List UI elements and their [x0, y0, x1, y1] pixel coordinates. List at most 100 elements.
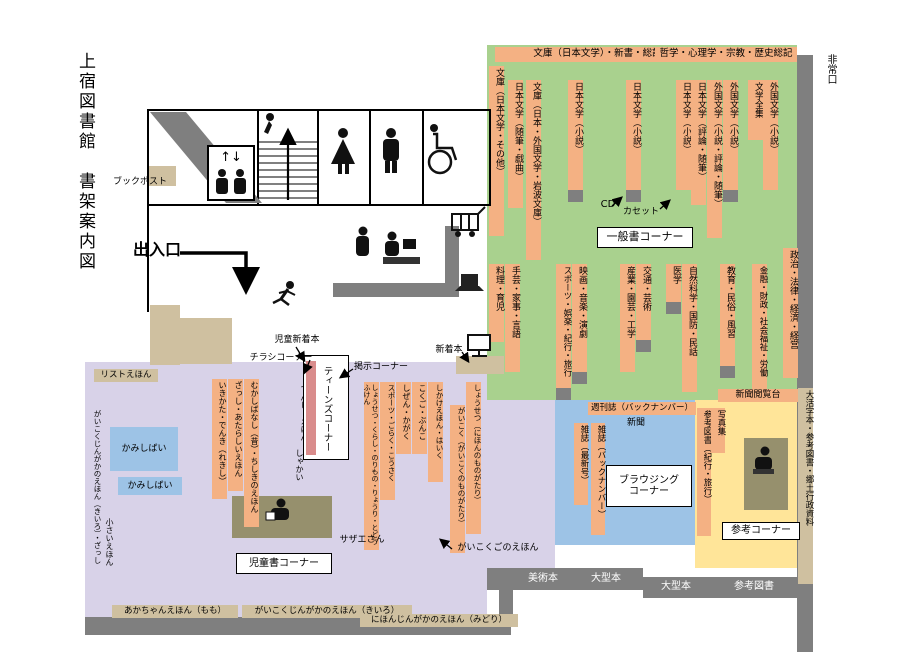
shelf-endcap-3	[723, 190, 738, 202]
label-book-post: ブックポスト	[112, 176, 167, 187]
reference-desk	[744, 438, 788, 510]
label-cd: CD	[600, 199, 616, 211]
shelf-header-tetsugaku: 哲学・心理学・宗教・歴史総記	[655, 47, 797, 62]
wall-bottom-large	[643, 577, 797, 598]
shelf-endcap-8	[720, 366, 735, 378]
label-ogatabon-2: 大型本	[661, 581, 691, 593]
shelf-endcap-6	[636, 340, 651, 352]
shelf-kokugo-bunko: こくご・ぶんこ	[412, 382, 427, 454]
shelf-shosetsu-nihon-monogatari: しょうせつ（にほんのものがたり）	[466, 382, 482, 534]
map-title: 上宿図書館 書架案内図	[75, 52, 95, 272]
shelf-nihon-shosetsu-3: 日本文学（小説）	[676, 80, 691, 190]
shelf-header-bunko-shinsho: 文庫（日本文学）・新書・総記	[495, 47, 700, 62]
entrance-arrow	[180, 251, 260, 295]
shelf-eiga-ongaku: 映画・音楽・演劇	[572, 264, 587, 372]
shelf-sports-goraku: スポーツ・娯楽・紀行・旅行	[556, 264, 572, 400]
elevator-arrows-icon: ↑↓	[220, 150, 242, 165]
runner-icon	[272, 281, 296, 306]
shelf-gaikoku-shosetsu-2: 外国文学（小説）	[763, 80, 778, 190]
wheelchair-icon	[427, 124, 458, 175]
shelf-kotsu-geijutsu: 交通・芸術	[636, 264, 651, 340]
box-kamishibai-2: かみしばい	[118, 477, 182, 495]
shelf-nihon-hyoron: 日本文学（評論・随筆）	[691, 80, 706, 205]
label-shinbun: 新聞	[626, 417, 645, 428]
shelf-zasshi-back: 雑誌（バックナンバー）	[591, 423, 606, 535]
wall-bottom-art	[487, 568, 643, 590]
shelf-ryori-ikuji: 料理・育児	[489, 264, 504, 342]
label-cassette: カセット	[622, 206, 659, 217]
label-entrance: 出入口	[132, 239, 181, 259]
box-general-books-corner: 一般書コーナー	[597, 227, 693, 248]
shelf-shikake-ehon: しかけえほん・はいく	[428, 382, 444, 482]
label-gaikokugo-ehon: がいこくごのえほん	[457, 542, 539, 553]
label-shinbun-etsurandai: 新聞閲覧台	[718, 389, 798, 402]
corridor-walls	[147, 109, 491, 312]
box-jidosho-corner: 児童書コーナー	[236, 553, 332, 574]
shelf-bungaku-zenshu: 文学全集	[748, 80, 763, 140]
shelf-nihon-shosetsu-2: 日本文学（小説）	[626, 80, 641, 190]
area-children-ext	[487, 400, 555, 570]
shelf-akachan-ehon: あかちゃんえほん（もも）	[112, 605, 238, 618]
label-ogatabon-1: 大型本	[591, 573, 621, 585]
label-sazaesan: サザエさん	[339, 534, 385, 545]
teens-shelf-pink	[306, 361, 316, 455]
shelf-daikatsuji: 大活字本・参考図書・郷土行政資料	[798, 388, 814, 584]
label-emergency-exit: 非常口	[825, 54, 836, 84]
shelf-step-b	[180, 318, 232, 364]
shelf-shizenkagaku: 自然科学・国防・民話	[682, 264, 697, 392]
label-sankotosho: 参考図書	[734, 581, 774, 593]
shelf-nihonjin-ehon: にほんじんがかのえほん（みどり）	[360, 614, 518, 627]
shelf-gaikokujin-sakka-zasshi: がいこくじんがかのえほん（きいろ）・ざっし	[93, 410, 102, 564]
shelf-endcap-7	[666, 302, 681, 314]
diagonal-wall	[150, 112, 262, 203]
shelf-shukanshi: 週刊誌（バックナンバー）	[588, 402, 696, 415]
shelf-endcap-5	[572, 372, 587, 384]
wall-step	[499, 588, 513, 619]
laptop-icon	[455, 274, 484, 291]
shelf-endcap-4	[556, 388, 571, 400]
shelf-shosetsu-kurashi: しょうせつ・くらし・のりもの・りょうり・とどうふけん	[363, 382, 379, 550]
label-list-ehon: リストえほん	[94, 369, 158, 382]
label-chirashi-corner: チラシコーナー	[249, 352, 313, 363]
shelf-chiisai-ehon: 小さいえほん	[105, 518, 114, 566]
shinchaku-desk	[456, 356, 504, 374]
shelf-kinyu-zaisei: 金融・財政・社会福祉・労働	[752, 264, 768, 400]
woman-icon	[331, 128, 355, 174]
reception-counter-h	[333, 283, 445, 297]
shelf-gaikoku-hyoron: 外国文学（小説・評論・随筆）	[707, 80, 722, 238]
reception-counter-v	[445, 226, 459, 297]
shelf-ikikata-denki: いきかた・でんき（れきし）	[212, 379, 227, 499]
shelf-igaku: 医学	[666, 264, 681, 302]
shelf-shugei-kaji-gengo: 手芸・家事・言語	[505, 264, 520, 372]
shelf-step-a	[150, 305, 180, 365]
shelf-nihon-zuihitsu: 日本文学（随筆・戯曲）	[508, 80, 523, 208]
shelf-gaikoku-monogatari: がいこく（がいこくのものがたり）	[450, 405, 466, 553]
shelf-gaikoku-shosetsu-1: 外国文学（小説）	[723, 80, 738, 190]
shelf-nihon-shosetsu-1: 日本文学（小説）	[568, 80, 583, 190]
shelf-zasshi-atarashii: ざっし・あたらしいえほん	[228, 379, 243, 491]
shelf-bunko-iwanami: 文庫（日本・外国文学・岩波文庫）	[526, 80, 541, 260]
shelf-shakai: しゃかい	[295, 449, 304, 481]
label-jido-shinchaku: 児童新着本	[274, 334, 320, 345]
label-bijutsubon: 美術本	[528, 573, 558, 585]
box-kamishibai-1: かみしばい	[110, 427, 178, 471]
box-reference-corner: 参考コーナー	[722, 522, 800, 540]
box-browsing-corner: ブラウジング コーナー	[606, 465, 692, 507]
label-shinchakubon: 新着本	[435, 344, 463, 355]
shelf-sports-kosaku: スポーツ・ごらく・こうさく	[380, 382, 396, 500]
shelf-endcap-1	[568, 190, 583, 202]
shelf-sangyo-engei: 産業・園芸・工学	[620, 264, 635, 372]
shelf-seiji-horitsu: 政治・法律・経済・経営	[783, 248, 798, 378]
stairs-icon	[258, 113, 318, 200]
shelf-kyoiku-minzoku: 教育・民俗・風習	[720, 264, 735, 366]
man-icon	[383, 128, 399, 173]
person-climbing-icon	[264, 113, 274, 134]
elevator-icon: ↑↓	[207, 145, 255, 201]
shelf-bunko-nihon-sonota: 文庫（日本文学・その他）	[489, 66, 504, 236]
label-keiji-corner: 掲示コーナー	[353, 361, 408, 372]
shelf-endcap-2	[626, 190, 641, 202]
reception-staff-icons	[356, 226, 420, 264]
shelf-zasshi-saishin: 雑誌（最新号）	[574, 423, 589, 505]
shelf-sanko-kiko: 参考図書（紀行・旅行）	[697, 408, 712, 536]
